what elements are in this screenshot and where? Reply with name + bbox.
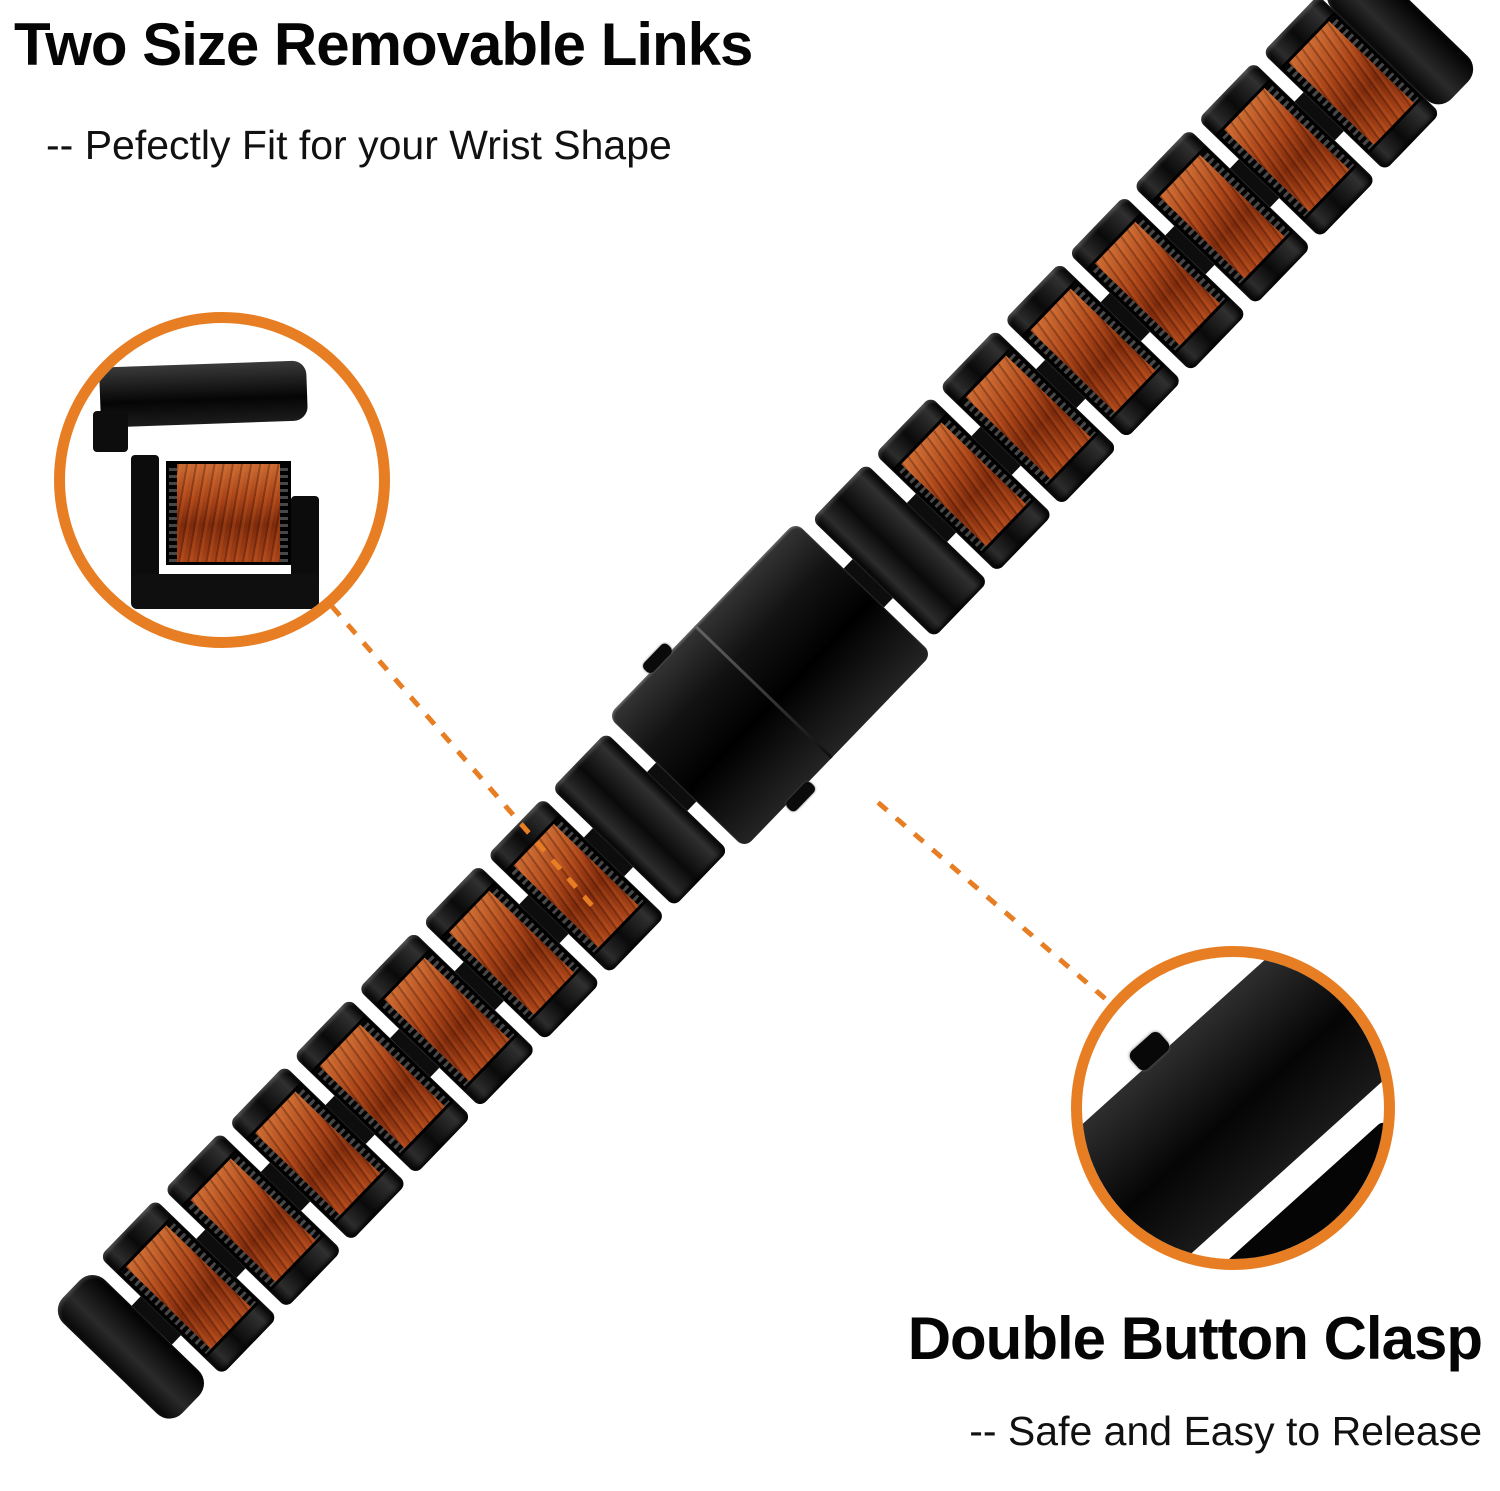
clasp-callout [1071, 946, 1395, 1270]
clasp-body [1082, 957, 1384, 1259]
clasp-release-button [641, 641, 675, 675]
inlay-clamp-left [168, 464, 177, 562]
link-frame-bottom [130, 574, 320, 609]
wood-inlay-detail [168, 464, 288, 562]
removable-links-callout [54, 312, 390, 648]
subtext-wrist-fit: -- Pefectly Fit for your Wrist Shape [46, 122, 672, 168]
wood-face [176, 464, 280, 562]
subtext-easy-release: -- Safe and Easy to Release [969, 1408, 1482, 1454]
callout-line-clasp [876, 800, 1112, 1005]
link-lug [93, 410, 128, 452]
inlay-clamp-right [279, 464, 288, 562]
link-piece-top [98, 360, 308, 428]
clasp-fold-line [694, 624, 833, 759]
headline-removable-links: Two Size Removable Links [14, 11, 753, 78]
clasp-release-button [784, 779, 818, 814]
headline-double-button-clasp: Double Button Clasp [907, 1305, 1483, 1372]
